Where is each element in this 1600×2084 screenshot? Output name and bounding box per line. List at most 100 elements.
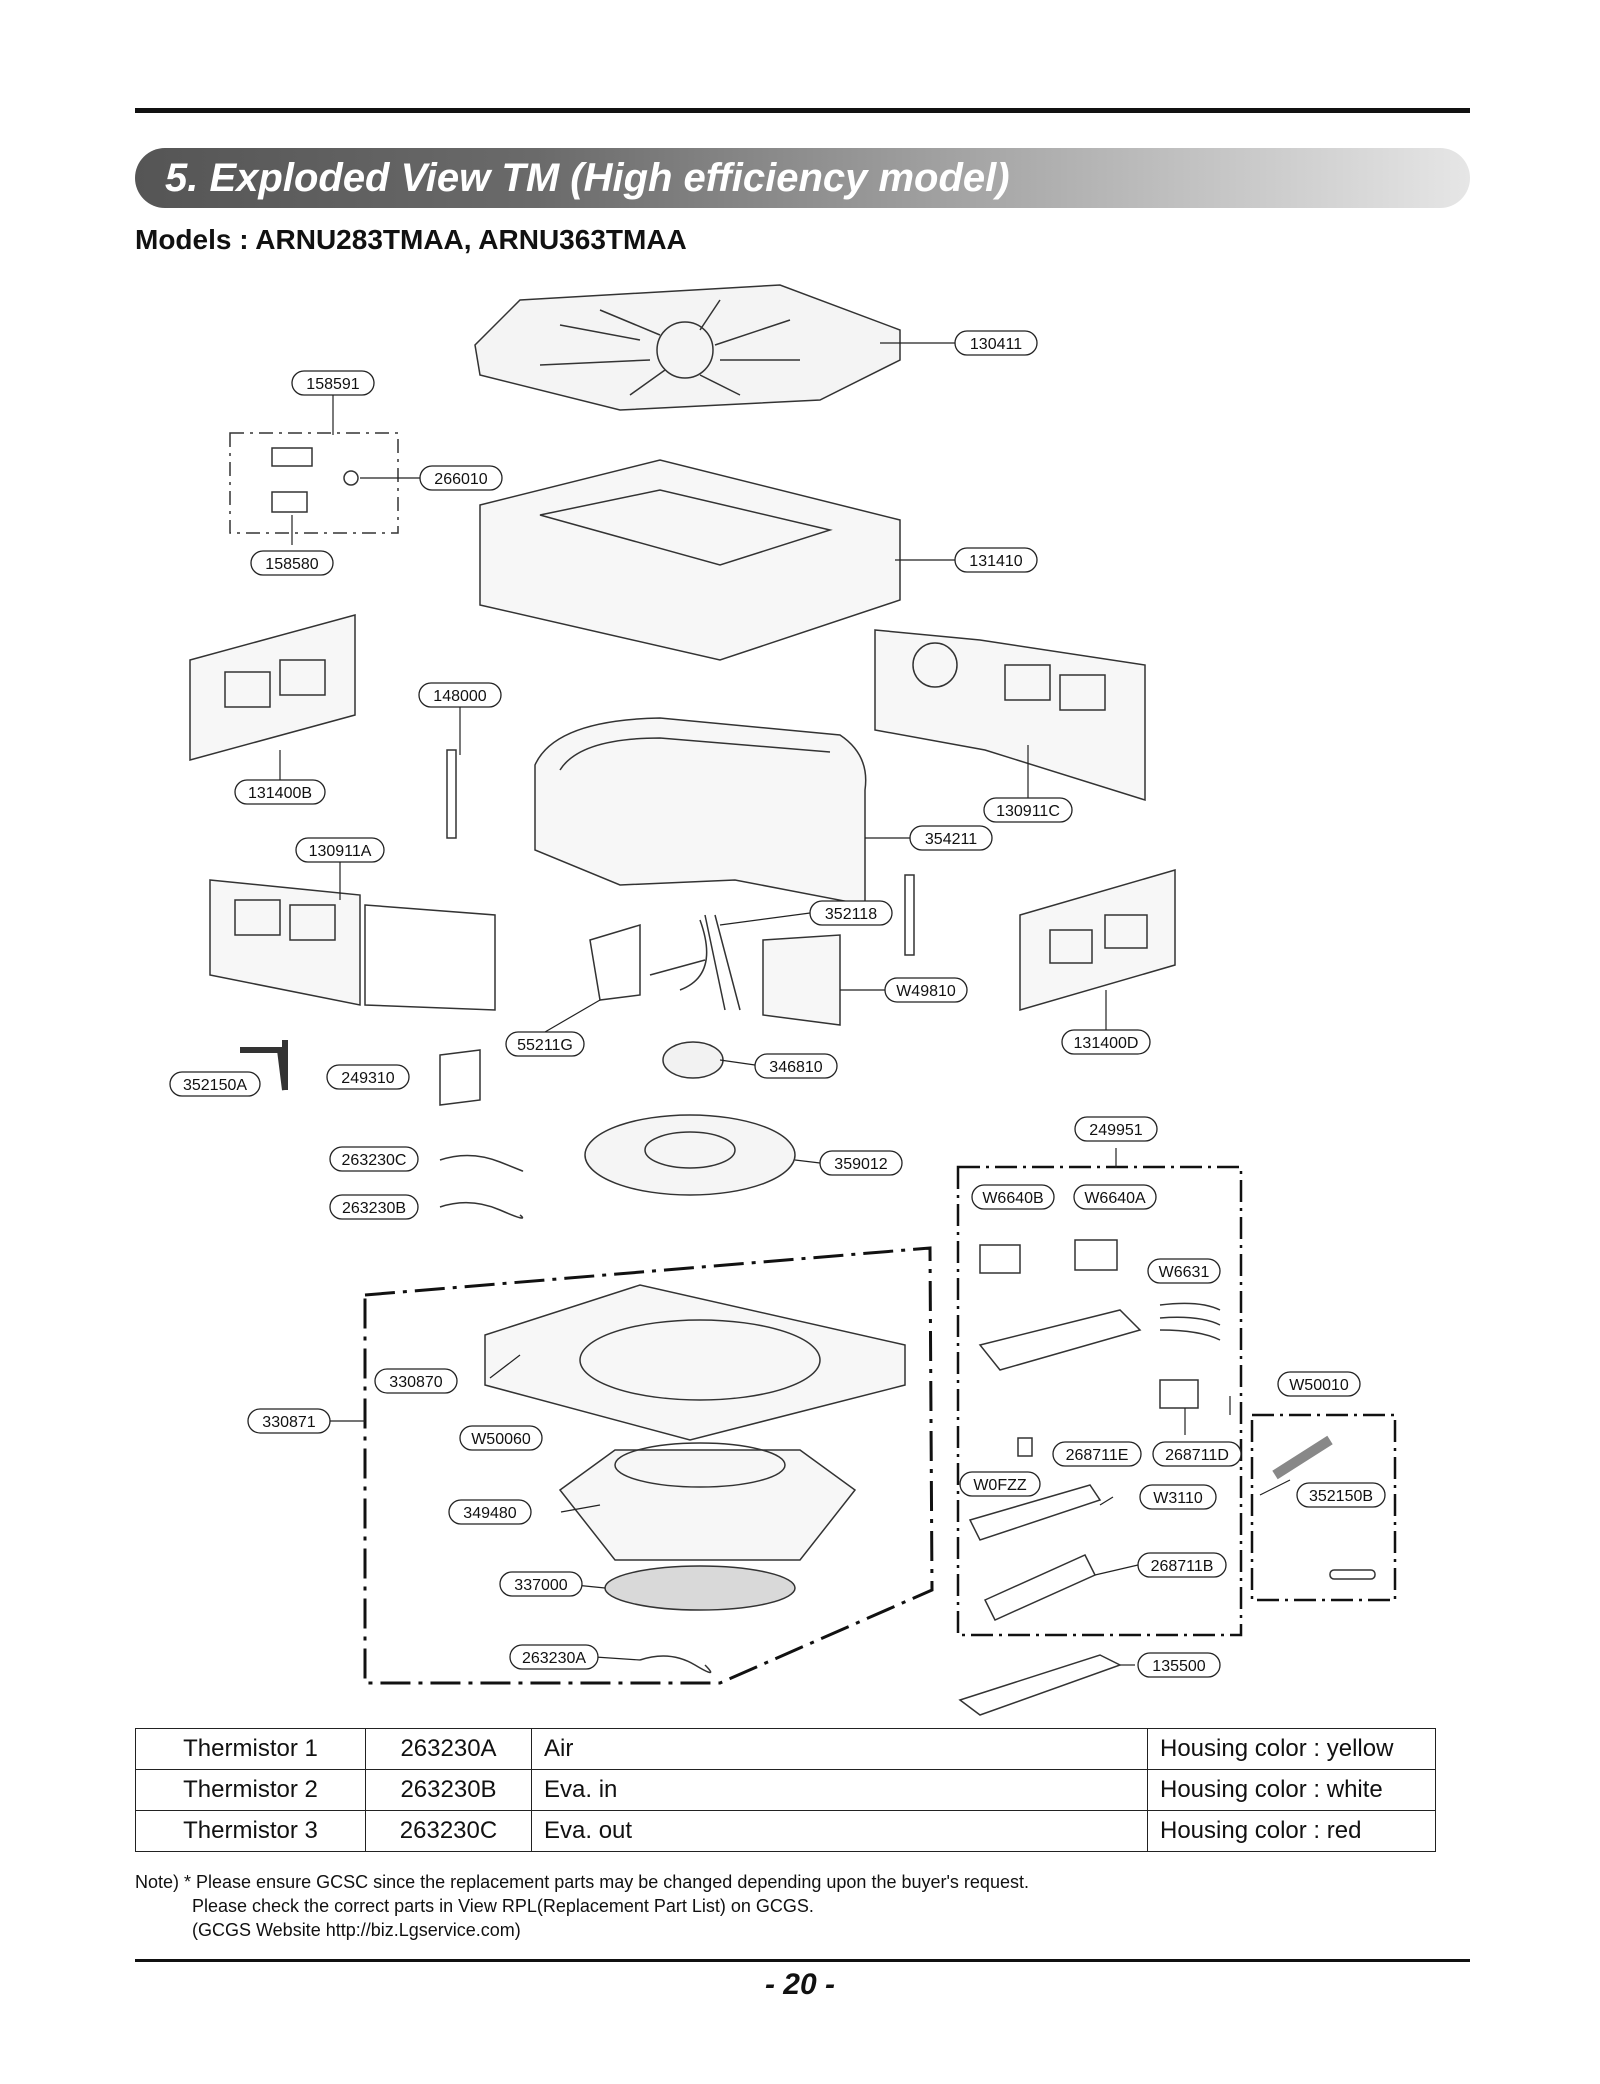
- note-block: Note) * Please ensure GCSC since the rep…: [135, 1870, 1029, 1942]
- callout-label: 135500: [1152, 1658, 1205, 1675]
- callout-label: 263230B: [342, 1200, 406, 1217]
- pcb-268711B-drawing: [983, 1554, 1097, 1621]
- pin-drawing: [1329, 1569, 1376, 1580]
- callout-135500: 135500: [1137, 1652, 1221, 1678]
- plate-135500-drawing: [958, 1654, 1122, 1716]
- callout-label: 359012: [834, 1156, 887, 1173]
- thermistor-location: Eva. out: [531, 1810, 1148, 1852]
- panel-130911A-drawing: [209, 879, 361, 1006]
- callout-label: 352118: [825, 906, 877, 923]
- cabinet-inner-drawing: [539, 489, 833, 566]
- callout-label: 337000: [514, 1577, 567, 1594]
- callout-label: W50060: [471, 1431, 531, 1448]
- grille-vanes-drawing: [539, 299, 800, 396]
- callouts: 130411 158591 266010 158580 131410 14800…: [169, 330, 1386, 1678]
- table-row: Thermistor 3 263230C Eva. out Housing co…: [135, 1810, 1436, 1852]
- thermistor-location: Eva. in: [531, 1769, 1148, 1811]
- callout-label: 263230C: [342, 1152, 407, 1169]
- exploded-view-diagram: 130411 158591 266010 158580 131410 14800…: [169, 284, 1397, 1716]
- callout-330870: 330870: [374, 1368, 458, 1394]
- callout-346810: 346810: [754, 1053, 838, 1079]
- callout-263230C: 263230C: [329, 1146, 419, 1172]
- panel-130911C-window1: [1004, 664, 1051, 701]
- callout-label: W49810: [896, 983, 956, 1000]
- callout-352150B: 352150B: [1296, 1482, 1386, 1508]
- callout-label: 249951: [1089, 1122, 1142, 1139]
- cabinet-drawing: [479, 459, 901, 661]
- pcb-268711E-drawing: [1017, 1437, 1033, 1457]
- thermistor-table: Thermistor 1 263230A Air Housing color :…: [135, 1728, 1436, 1852]
- thermistor-263230B-drawing: [439, 1201, 524, 1219]
- callout-label: W6640A: [1084, 1190, 1146, 1207]
- thermistor-housing: Housing color : white: [1147, 1769, 1436, 1811]
- note-line: Note) * Please ensure GCSC since the rep…: [135, 1872, 1029, 1892]
- relay-W6640A-drawing: [1074, 1239, 1118, 1271]
- bracket-box-drawing: [229, 432, 399, 534]
- callout-354211: 354211: [909, 825, 993, 851]
- pcb-268711D-drawing: [1159, 1379, 1199, 1409]
- callout-266010: 266010: [419, 465, 503, 491]
- thermistor-part: 263230B: [365, 1769, 532, 1811]
- hose-352150A-drawing: [240, 1040, 288, 1091]
- models-heading: Models : ARNU283TMAA, ARNU363TMAA: [135, 224, 687, 255]
- pipe-148000-drawing: [446, 749, 457, 839]
- panel-130911A-end: [364, 904, 496, 1011]
- bottom-rule: [135, 1959, 1470, 1962]
- callout-337000: 337000: [499, 1571, 583, 1597]
- wires-W6631-drawing: [1159, 1302, 1221, 1341]
- callout-130911A: 130911A: [295, 837, 385, 863]
- note-line: (GCGS Website http://biz.Lgservice.com): [192, 1920, 521, 1940]
- callout-label: W6640B: [982, 1190, 1043, 1207]
- callout-268711B: 268711B: [1137, 1552, 1227, 1578]
- control-tray-drawing: [978, 1309, 1142, 1371]
- callout-130411: 130411: [954, 330, 1038, 356]
- panel-131400D-drawing: [1019, 869, 1176, 1011]
- callout-352118: 352118: [809, 900, 893, 926]
- callout-label: 352150B: [1309, 1488, 1373, 1505]
- callout-label: 130411: [970, 336, 1022, 353]
- callout-label: 131400D: [1074, 1035, 1139, 1052]
- note-line: Please check the correct parts in View R…: [192, 1896, 814, 1916]
- bracket-249310-drawing: [439, 1049, 481, 1106]
- callout-359012: 359012: [819, 1150, 903, 1176]
- callout-label: 158580: [265, 556, 318, 573]
- drain-pan-box-drawing: [363, 1246, 934, 1685]
- thermistor-263230C-drawing: [439, 1154, 524, 1172]
- pipe-right-drawing: [904, 874, 915, 956]
- part-drawings: [189, 284, 1397, 1716]
- ring-349480-drawing: [558, 1449, 857, 1561]
- tube-352118-drawing: [704, 914, 741, 1011]
- callout-label: W50010: [1289, 1377, 1349, 1394]
- callout-268711E: 268711E: [1052, 1441, 1142, 1467]
- table-row: Thermistor 1 263230A Air Housing color :…: [135, 1728, 1436, 1770]
- callout-label: 131400B: [248, 785, 312, 802]
- thermistor-name: Thermistor 3: [135, 1810, 366, 1852]
- filter-337000-drawing: [604, 1565, 796, 1611]
- callout-label: 346810: [769, 1059, 822, 1076]
- callout-label: 268711B: [1151, 1558, 1214, 1575]
- drain-pan-opening: [579, 1319, 821, 1401]
- callout-label: W6631: [1159, 1264, 1210, 1281]
- callout-W6640B: W6640B: [971, 1184, 1055, 1210]
- callout-label: 131410: [969, 553, 1022, 570]
- page-number: - 20 -: [764, 1968, 836, 2001]
- callout-263230A: 263230A: [509, 1644, 599, 1670]
- holder-W3110-drawing: [968, 1484, 1102, 1541]
- callout-148000: 148000: [418, 682, 502, 708]
- callout-W49810: W49810: [884, 977, 968, 1003]
- callout-W50010: W50010: [1277, 1371, 1361, 1397]
- callout-268711D: 268711D: [1152, 1441, 1242, 1467]
- callout-352150A: 352150A: [169, 1071, 261, 1097]
- thermistor-part: 263230A: [365, 1728, 532, 1770]
- thermistor-housing: Housing color : yellow: [1147, 1728, 1436, 1770]
- section-title: 5. Exploded View TM (High efficiency mod…: [165, 156, 1010, 200]
- thermistor-name: Thermistor 2: [135, 1769, 366, 1811]
- callout-label: 330871: [262, 1414, 315, 1431]
- top-rule: [135, 108, 1470, 113]
- callout-131400D: 131400D: [1061, 1029, 1151, 1055]
- thermistor-location: Air: [531, 1728, 1148, 1770]
- callout-158591: 158591: [291, 370, 375, 396]
- fan-hub-drawing: [644, 1131, 736, 1169]
- callout-130911C: 130911C: [983, 797, 1073, 823]
- accessory-box-drawing: [1250, 1413, 1397, 1602]
